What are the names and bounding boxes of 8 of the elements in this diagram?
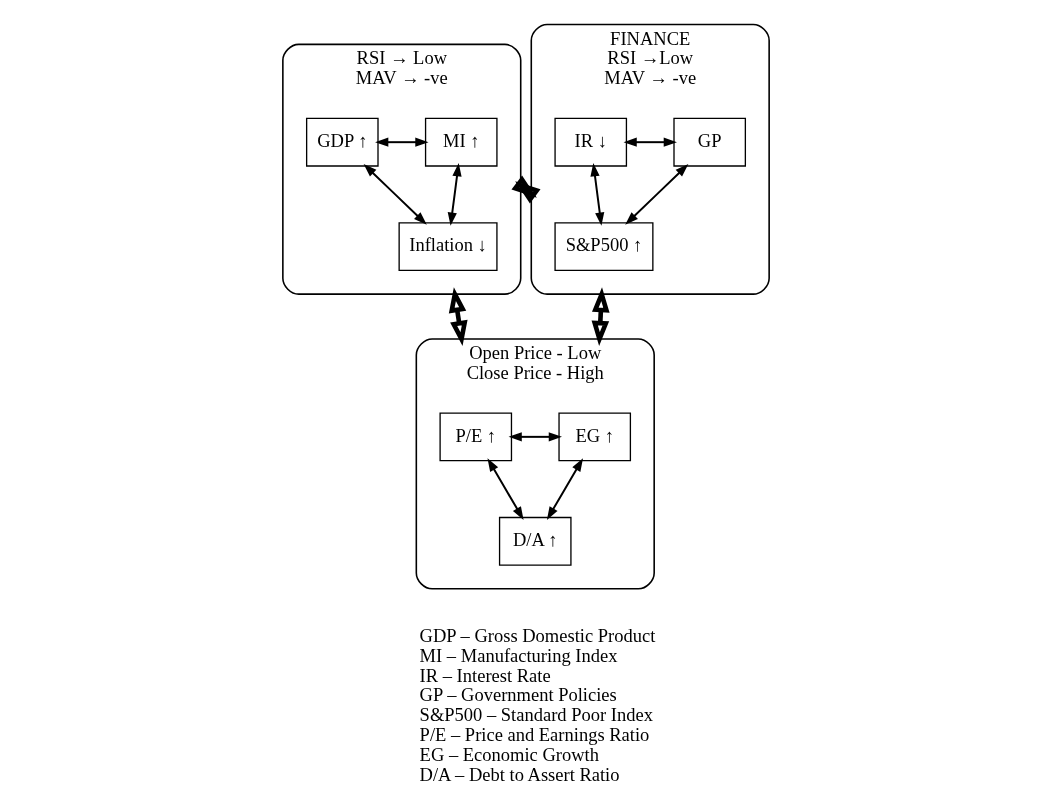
label: S&P500 – Standard Poor Index xyxy=(419,705,653,726)
label: MI – Manufacturing Index xyxy=(419,645,617,666)
label: GDP – Gross Domestic Product xyxy=(419,625,655,646)
label: D/A – Debt to Assert Ratio xyxy=(419,764,620,785)
label: EG – Economic Growth xyxy=(419,744,599,765)
label: IR – Interest Rate xyxy=(419,665,551,686)
label: GP – Government Policies xyxy=(419,685,617,706)
label: P/E – Price and Earnings Ratio xyxy=(419,725,649,746)
